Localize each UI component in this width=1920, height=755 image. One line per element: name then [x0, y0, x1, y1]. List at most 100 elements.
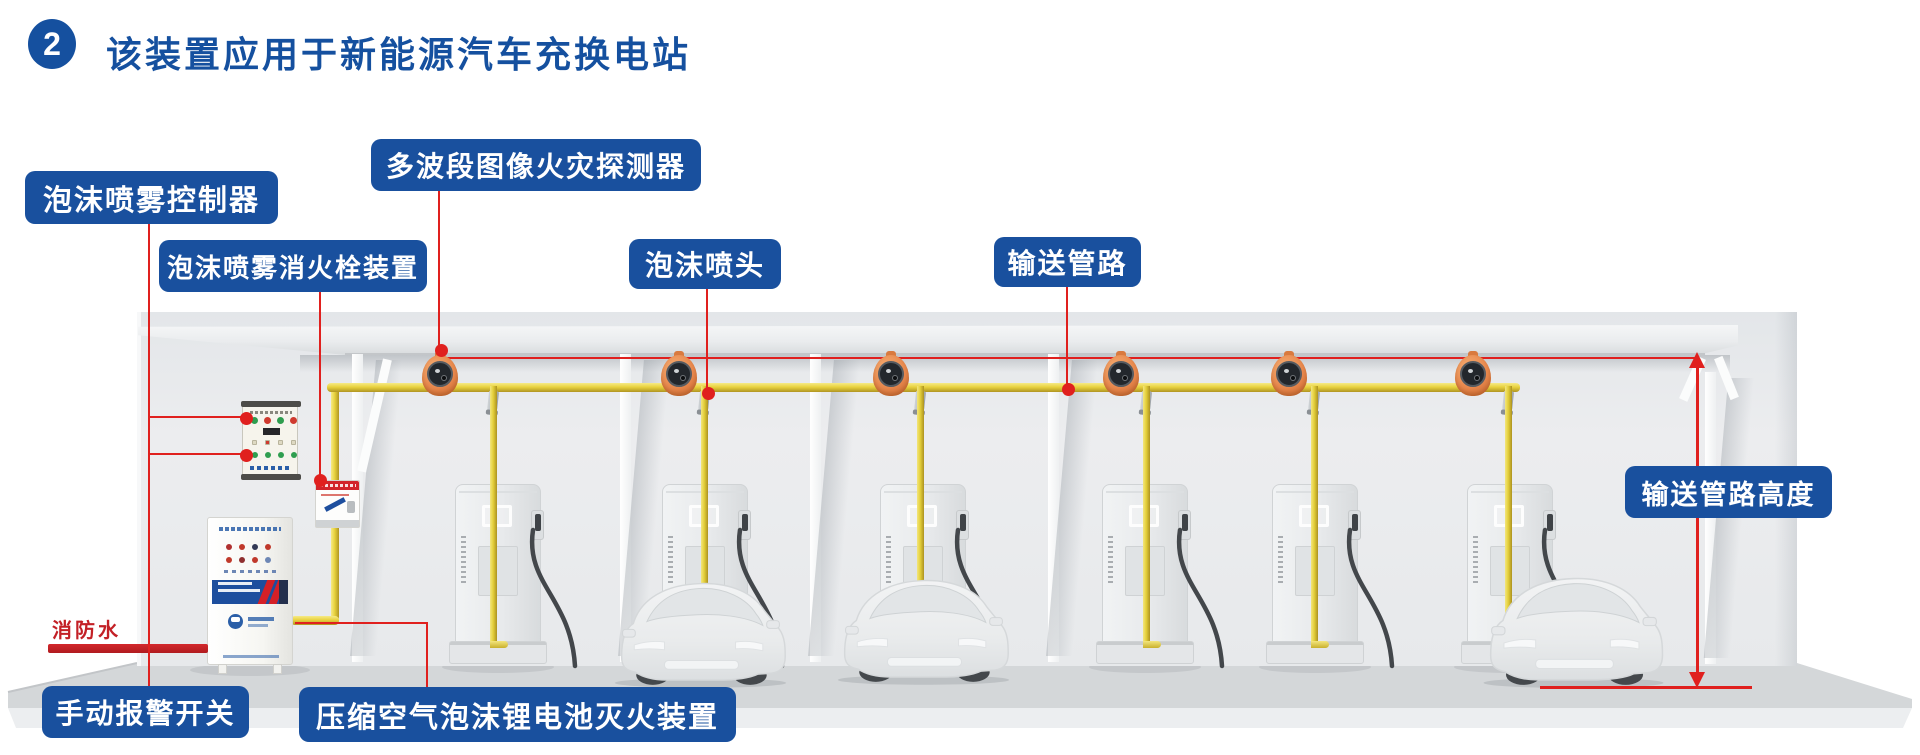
pipeline-height-reference-line: [446, 357, 1698, 359]
pile-top-line: [459, 491, 537, 493]
pile-vent: [1108, 536, 1113, 584]
detector-lens: [1284, 369, 1289, 373]
cabinet-model-band: [212, 580, 288, 604]
panel-button: [252, 452, 258, 458]
callout-line: [706, 286, 708, 392]
pile-connector-handle: [1182, 514, 1188, 531]
pile-vent: [1278, 536, 1283, 584]
pile-pipe-clamp: [482, 505, 512, 527]
drop-pipe-foot: [1143, 641, 1161, 648]
label-foam-nozzle: 泡沫喷头: [629, 239, 781, 289]
fire-detector-icon: [661, 351, 697, 396]
cabinet-indicators: [226, 557, 271, 563]
label-delivery-pipeline: 输送管路: [994, 237, 1141, 287]
cabinet-title-strip: [219, 527, 281, 531]
canopy-support: [1048, 354, 1059, 662]
detector-face: [878, 361, 904, 387]
canopy-support: [810, 354, 821, 662]
dimension-arrow-down-icon: [1689, 672, 1705, 688]
drop-pipe: [1143, 386, 1150, 648]
detector-face: [666, 361, 692, 387]
drop-pipe: [1311, 386, 1318, 648]
panel-button: [265, 452, 271, 458]
detector-lens: [886, 369, 891, 373]
callout-line: [148, 453, 245, 455]
callout-line: [295, 622, 428, 624]
cabinet-navy-block: [279, 580, 288, 604]
callout-dot: [239, 448, 253, 462]
label-manual-alarm-switch: 手动报警开关: [42, 686, 249, 738]
detector-lens: [1468, 369, 1473, 373]
hydrant-base-strip: [316, 520, 359, 527]
canopy-support: [620, 354, 631, 662]
pile-connector-handle: [742, 514, 748, 531]
callout-line: [1066, 284, 1068, 388]
panel-title-strip: [250, 411, 292, 414]
detector-lens: [1290, 375, 1296, 381]
hydrant-text-strip: [321, 494, 349, 496]
callout-line: [438, 190, 440, 350]
callout-line: [148, 224, 150, 687]
label-foam-spray-controller: 泡沫喷雾控制器: [25, 171, 278, 224]
hydrant-band-text-strip: [320, 484, 356, 487]
label-multiband-image-fire-detector: 多波段图像火灾探测器: [371, 139, 701, 191]
cabinet-brand-text-strip: [248, 617, 274, 621]
drop-pipe: [701, 386, 708, 648]
indicator-light: [277, 417, 284, 424]
fire-detector-icon: [1103, 351, 1139, 396]
label-caf-lithium-battery-extinguishing-device: 压缩空气泡沫锂电池灭火装置: [299, 687, 736, 742]
detector-lens: [1122, 375, 1128, 381]
drop-pipe: [1505, 386, 1512, 648]
vehicle: [837, 579, 1010, 685]
pile-vent: [886, 536, 891, 584]
label-foam-hydrant-device: 泡沫喷雾消火栓装置: [159, 240, 427, 292]
fire-detector-icon: [1455, 351, 1491, 396]
detector-lens: [441, 375, 447, 381]
vehicle: [614, 582, 787, 688]
detector-face: [1108, 361, 1134, 387]
detector-face: [1276, 361, 1302, 387]
station-canopy: [138, 325, 1738, 355]
charging-cable: [529, 527, 578, 669]
fire-detector-icon: [422, 351, 458, 396]
panel-button: [291, 452, 297, 458]
pile-connector-handle: [1547, 514, 1553, 531]
detector-lens: [892, 375, 898, 381]
panel-logo-strip: [250, 466, 292, 470]
caf-extinguishing-cabinet: [207, 517, 293, 674]
dimension-arrow-up-icon: [1689, 352, 1705, 368]
drop-pipe: [917, 386, 924, 648]
callout-line: [148, 416, 245, 418]
pipeline-height-baseline: [1540, 686, 1752, 689]
panel-button: [278, 452, 284, 458]
foam-hydrant-device: [315, 480, 360, 528]
pile-vent: [1473, 536, 1478, 584]
callout-dot: [434, 343, 448, 357]
cabinet-indicator-dashes: [224, 570, 278, 573]
indicator-light: [290, 417, 297, 424]
detector-lens: [680, 375, 686, 381]
panel-button: [252, 440, 257, 445]
section-number-badge: 2: [28, 19, 76, 69]
detector-lens: [1116, 369, 1121, 373]
pile-vent: [668, 536, 673, 584]
callout-dot: [1061, 382, 1075, 396]
cabinet-footer-strip: [223, 655, 279, 658]
pile-connector-handle: [1352, 514, 1358, 531]
hydrant-nozzle: [347, 501, 355, 513]
foam-supply-elbow-pipe: [291, 616, 339, 625]
panel-display: [263, 428, 280, 435]
callout-dot: [313, 473, 327, 487]
panel-top-cap: [241, 401, 301, 407]
cabinet-indicators: [226, 544, 271, 550]
callout-line: [426, 624, 428, 688]
detector-lens: [435, 369, 440, 373]
panel-button: [278, 440, 283, 445]
indicator-light: [264, 417, 271, 424]
charging-pile: [449, 484, 578, 669]
pile-connector-handle: [535, 514, 541, 531]
detector-lens: [1474, 375, 1480, 381]
pile-connector-handle: [960, 514, 966, 531]
canopy-edge-line: [345, 353, 1705, 355]
callout-dot: [701, 386, 715, 400]
